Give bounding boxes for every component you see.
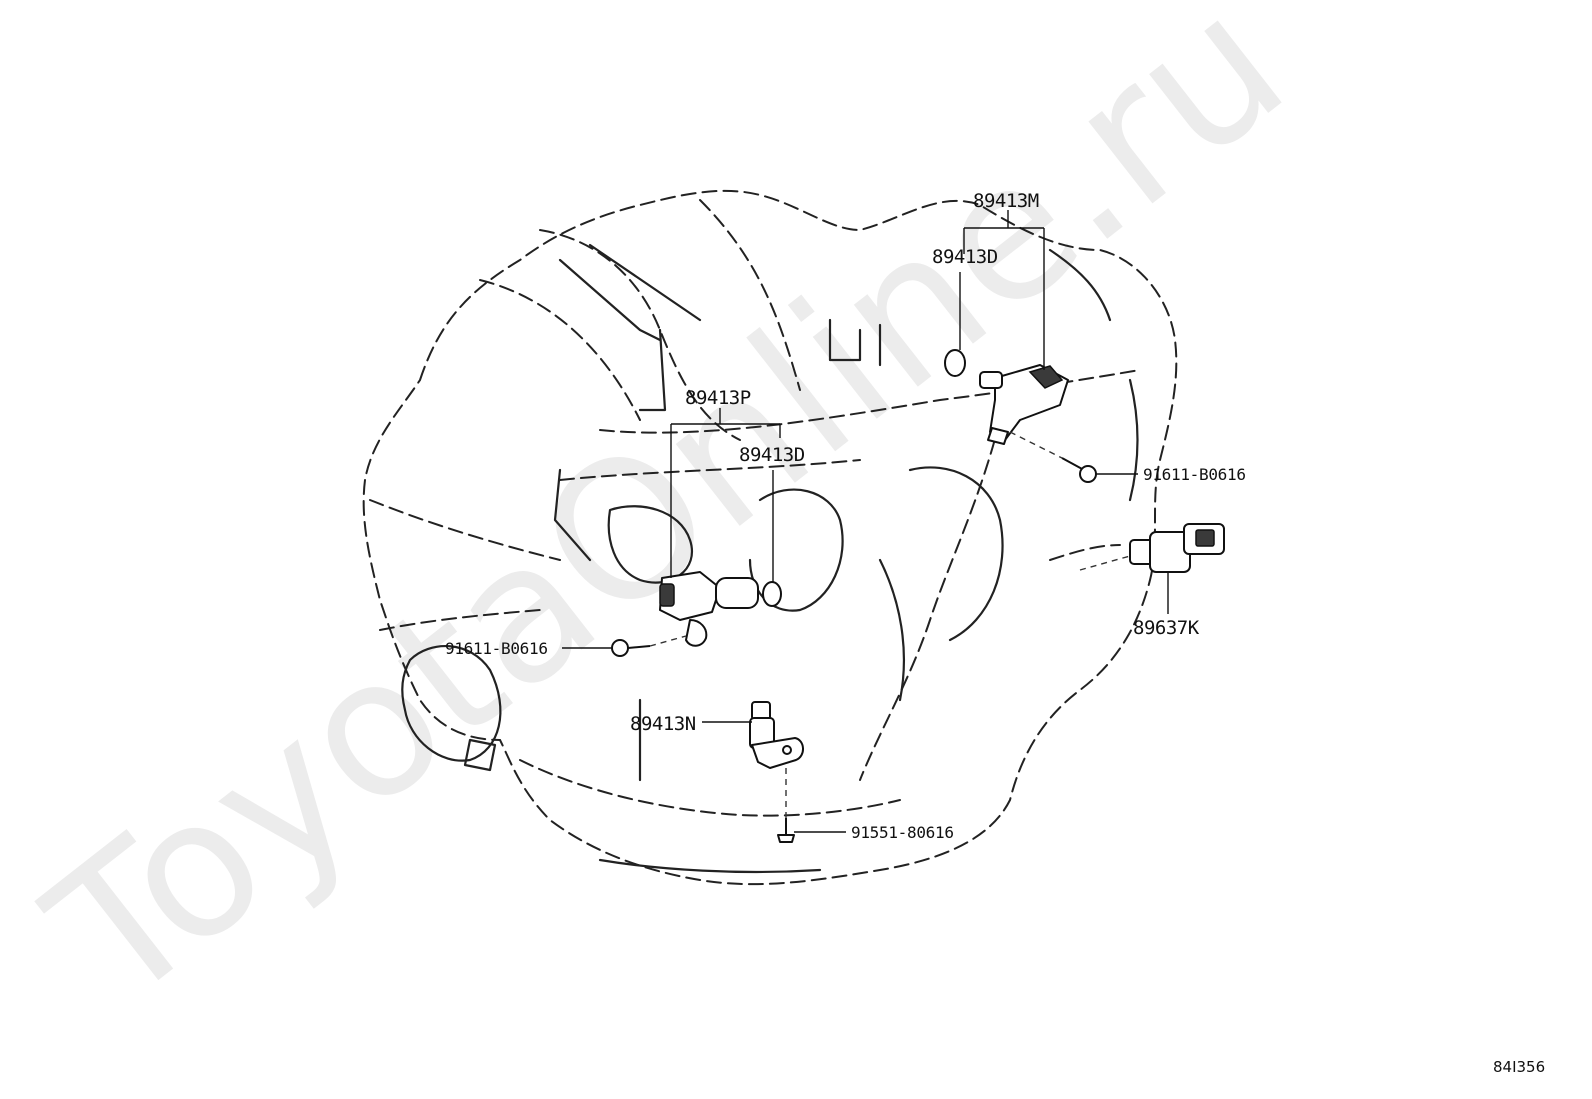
watermark-text: ToyotaOnline.ru: [11, 0, 1323, 1046]
sensor-89413p-illustration: [659, 571, 759, 647]
leader-lines: [562, 210, 1169, 833]
callout-89413p: 89413P: [685, 387, 751, 409]
callout-89413d-top: 89413D: [932, 246, 998, 268]
bolt-91551-illustration: [777, 818, 795, 843]
sensor-89413n-illustration: [749, 701, 804, 769]
callout-89413m: 89413M: [973, 190, 1039, 212]
o-ring-89413d-mid-illustration: [762, 581, 782, 607]
switch-89637k-illustration: [1129, 523, 1225, 573]
callout-89413n: 89413N: [630, 713, 696, 735]
transmission-detail-lines: [401, 243, 1139, 874]
diagram-code: 84I356: [1493, 1058, 1545, 1076]
callout-91551: 91551-80616: [851, 823, 954, 842]
callout-91611-right: 91611-B0616: [1143, 465, 1246, 484]
bolt-91611-right-illustration: [1061, 457, 1097, 483]
sensor-89413m-illustration: [979, 364, 1069, 445]
callout-91611-left: 91611-B0616: [445, 639, 548, 658]
callout-89413d-mid: 89413D: [739, 444, 805, 466]
o-ring-89413d-top-illustration: [944, 349, 966, 377]
callout-89637k: 89637K: [1133, 617, 1200, 639]
